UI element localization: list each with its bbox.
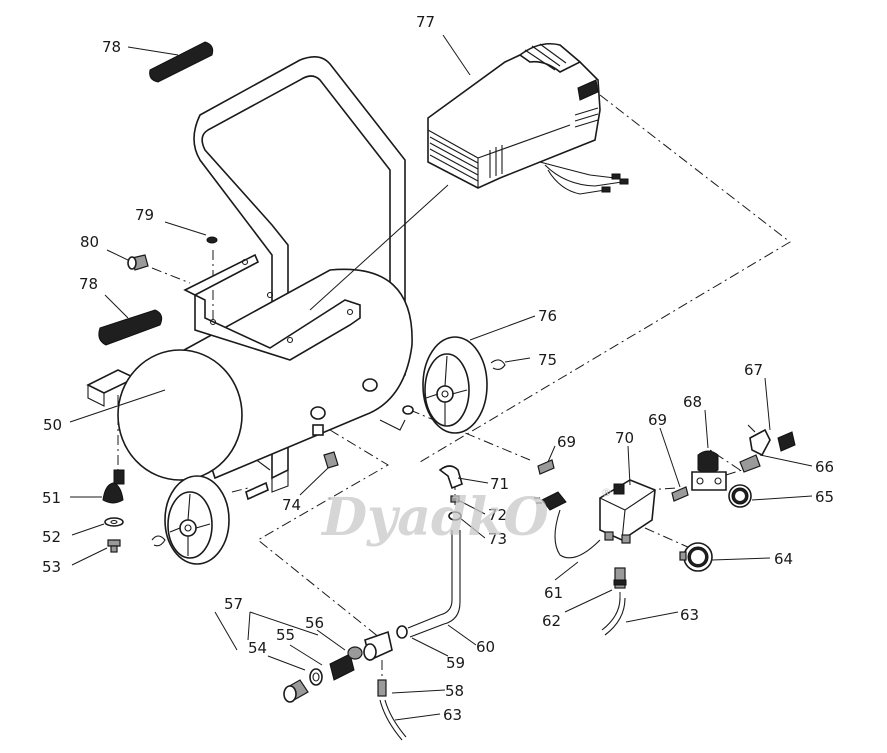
callout-50: 50 <box>43 416 62 434</box>
air-tank <box>113 268 413 485</box>
tank-fittings <box>245 378 414 501</box>
callout-58: 58 <box>445 682 464 700</box>
callout-54: 54 <box>248 639 267 657</box>
callout-56: 56 <box>305 614 324 632</box>
connector-69-right <box>671 486 689 502</box>
callout-63-bottom: 63 <box>443 706 462 724</box>
tank-gauge-64 <box>679 542 713 572</box>
leader-lines <box>69 34 813 721</box>
plug-79 <box>206 236 218 244</box>
unloader-62 <box>613 567 627 589</box>
callout-59: 59 <box>446 654 465 672</box>
callout-62: 62 <box>542 612 561 630</box>
callout-52: 52 <box>42 528 61 546</box>
callout-70: 70 <box>615 429 634 447</box>
drain-tube-63 <box>379 699 407 741</box>
callout-74: 74 <box>282 496 301 514</box>
callout-69-right: 69 <box>648 411 667 429</box>
unloader-tube-63 <box>601 597 626 636</box>
manifold-tee <box>363 630 393 662</box>
drain-valve-54 <box>283 679 309 703</box>
callout-71: 71 <box>490 475 509 493</box>
callout-55: 55 <box>276 626 295 644</box>
check-valve-74 <box>323 451 339 469</box>
motor-wires <box>539 161 629 195</box>
callout-69-left: 69 <box>557 433 576 451</box>
callout-77: 77 <box>416 13 435 31</box>
fitting-66 <box>739 454 761 473</box>
callout-65: 65 <box>815 488 834 506</box>
callout-67: 67 <box>744 361 763 379</box>
watermark-registered-mark: ® <box>601 486 612 499</box>
watermark-text: DyadkO <box>320 487 549 548</box>
fitting-58 <box>377 679 387 697</box>
nut-59 <box>396 625 408 639</box>
rubber-foot <box>102 482 124 553</box>
callout-53: 53 <box>42 558 61 576</box>
callout-66: 66 <box>815 458 834 476</box>
elbow-71 <box>438 465 463 490</box>
callout-80: 80 <box>80 233 99 251</box>
callout-75: 75 <box>538 351 557 369</box>
callout-51: 51 <box>42 489 61 507</box>
callout-73: 73 <box>488 530 507 548</box>
connector-69-left <box>537 459 555 475</box>
callout-57: 57 <box>224 595 243 613</box>
callout-76: 76 <box>538 307 557 325</box>
callout-78-lower: 78 <box>79 275 98 293</box>
seal-57 <box>347 646 363 660</box>
callout-68: 68 <box>683 393 702 411</box>
safety-valve-67 <box>747 424 796 457</box>
spring-56 <box>329 653 355 681</box>
outlet-gauge-65 <box>728 484 752 508</box>
callout-63-right: 63 <box>680 606 699 624</box>
fitting-80 <box>127 254 149 271</box>
callout-64: 64 <box>774 550 793 568</box>
rubber-grip-lower <box>98 309 163 346</box>
mounting-bracket <box>183 253 361 361</box>
washer-55 <box>309 668 323 686</box>
pressure-switch <box>599 479 656 544</box>
power-cord <box>534 491 601 559</box>
callout-79: 79 <box>135 206 154 224</box>
regulator-68 <box>691 450 727 491</box>
callout-78-top: 78 <box>102 38 121 56</box>
callout-61: 61 <box>544 584 563 602</box>
nut-73 <box>448 511 462 521</box>
callout-60: 60 <box>476 638 495 656</box>
wheel-left <box>151 475 230 565</box>
watermark: DyadkO ® <box>320 486 612 548</box>
wheel-right <box>422 336 506 434</box>
callout-labels: 78 77 79 80 78 50 76 75 51 52 53 74 69 7… <box>42 13 834 724</box>
rubber-grip-top <box>149 41 214 83</box>
motor-shroud <box>427 42 629 195</box>
ferrule-72 <box>450 495 460 503</box>
shroud-vent-grille <box>429 107 599 182</box>
callout-72: 72 <box>488 506 507 524</box>
outlet-tube-60 <box>407 530 461 638</box>
